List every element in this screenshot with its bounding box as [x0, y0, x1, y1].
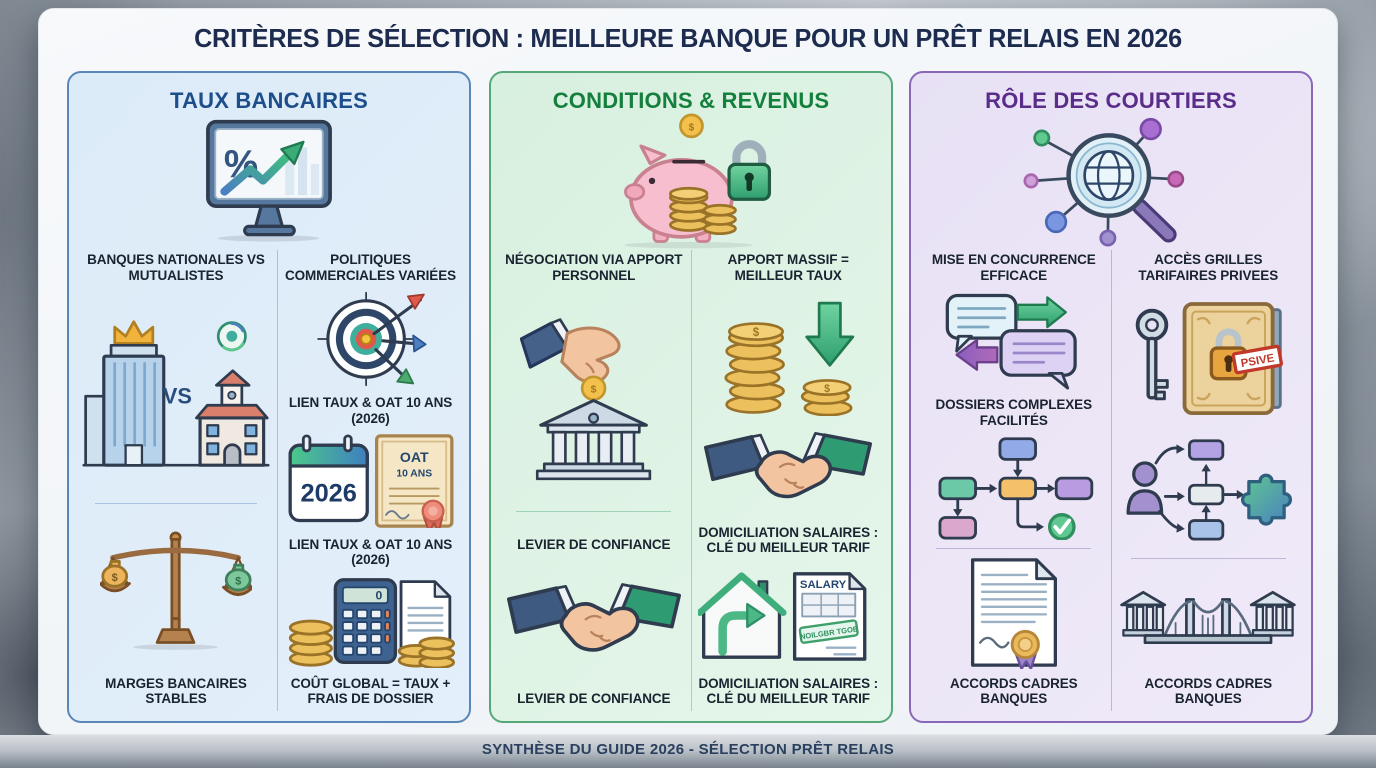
panel-columns: MISE EN CONCURRENCE EFFICACE DOSSIERS CO… [917, 250, 1305, 711]
label-accords-cadres-1: ACCORDS CADRES BANQUES [949, 675, 1078, 707]
divider [516, 510, 672, 512]
label-accords-cadres-2: ACCORDS CADRES BANQUES [1144, 675, 1273, 707]
label-levier-confiance-2: LEVIER DE CONFIANCE [517, 691, 671, 707]
svg-text:PSIVE: PSIVE [1240, 352, 1276, 370]
locked-book-icon [1182, 302, 1282, 416]
svg-text:$: $ [824, 383, 830, 395]
hand-coin-bank-icon: $ [519, 318, 651, 480]
handshake-icon [506, 582, 681, 652]
footer-band: SYNTHÈSE DU GUIDE 2026 - SÉLECTION PRÊT … [0, 735, 1376, 768]
bank-building-icon [1250, 590, 1296, 637]
document-icon [399, 580, 451, 651]
column-right: ACCÈS GRILLES TARIFAIRES PRIVEES [1110, 250, 1306, 711]
panel-conditions-revenus: CONDITIONS & REVENUS $ [489, 71, 893, 723]
salary-document-icon: SALARY NOILGBR TGOE [793, 572, 867, 662]
svg-text:$: $ [235, 575, 241, 587]
psive-stamp: PSIVE [1231, 344, 1284, 375]
divider [936, 547, 1092, 549]
panel-title: CONDITIONS & REVENUS [552, 88, 830, 113]
svg-text:10 ANS: 10 ANS [396, 469, 432, 480]
piggy-bank-lock-icon: $ [624, 113, 772, 249]
label-domiciliation-salaires-1: DOMICILIATION SALAIRES : CLÉ DU MEILLEUR… [698, 524, 879, 556]
column-left: BANQUES NATIONALES VS MUTUALISTES VS [75, 250, 277, 711]
calculator-coins-doc-icon: 0 [288, 577, 455, 668]
label-marges-stables: MARGES BANCAIRES STABLES [105, 675, 247, 707]
label-apport-massif: APPORT MASSIF = MEILLEUR TAUX [727, 252, 849, 283]
panel-taux-bancaires: TAUX BANCAIRES % [67, 71, 471, 723]
bridge-banks-icon [1120, 590, 1296, 645]
scales-money-icon: $ $ [100, 531, 252, 650]
label-acces-grilles: ACCÈS GRILLES TARIFAIRES PRIVEES [1138, 252, 1279, 283]
panel-columns: BANQUES NATIONALES VS MUTUALISTES VS [75, 250, 463, 711]
bank-building-icon [1120, 590, 1167, 637]
svg-text:$: $ [112, 572, 118, 584]
svg-text:SALARY: SALARY [800, 579, 847, 591]
oat-certificate-icon: OAT 10 ANS [374, 434, 453, 529]
divider [94, 503, 258, 504]
panel-hero [911, 116, 1311, 247]
svg-text:VS: VS [163, 383, 192, 408]
svg-text:OAT: OAT [399, 450, 428, 466]
shutter-logo-icon [216, 321, 247, 352]
main-card: CRITÈRES DE SÉLECTION : MEILLEURE BANQUE… [38, 8, 1338, 735]
svg-text:$: $ [689, 122, 695, 133]
footer-label: SYNTHÈSE DU GUIDE 2026 - SÉLECTION PRÊT … [481, 741, 895, 758]
label-domiciliation-salaires-2: DOMICILIATION SALAIRES : CLÉ DU MEILLEUR… [698, 675, 879, 707]
divider [1130, 557, 1286, 559]
calendar-2026-icon: 2026 [288, 434, 369, 523]
handshake-icon [704, 432, 873, 499]
label-politiques-commerciales: POLITIQUES COMMERCIALES VARIÉES [284, 252, 456, 283]
panel-hero: % [69, 116, 469, 244]
svg-text:$: $ [590, 383, 596, 395]
coin-stacks-down-arrow-icon: $ $ [724, 301, 855, 416]
label-lien-taux-oat-1: LIEN TAUX & OAT 10 ANS (2026) [288, 395, 453, 426]
buildings-vs-icon: VS [82, 320, 270, 467]
chat-arrows-icon [945, 294, 1077, 390]
label-banques-nationales: BANQUES NATIONALES VS MUTUALISTES [87, 252, 265, 283]
column-right: POLITIQUES COMMERCIALES VARIÉES [277, 250, 463, 711]
label-mise-en-concurrence: MISE EN CONCURRENCE EFFICACE [931, 252, 1096, 283]
label-negociation-apport: NÉGOCIATION VIA APPORT PERSONNEL [505, 252, 683, 283]
person-flow-puzzle-icon [1126, 439, 1293, 541]
key-icon [1135, 308, 1169, 401]
magnifier-network-icon [1023, 117, 1185, 247]
page-title: CRITÈRES DE SÉLECTION : MEILLEURE BANQUE… [194, 23, 1182, 53]
panel-title: TAUX BANCAIRES [170, 88, 368, 113]
house-arrow-salary-icon: SALARY NOILGBR TGOE [698, 572, 867, 662]
label-lien-taux-oat-2: LIEN TAUX & OAT 10 ANS (2026) [288, 536, 453, 568]
target-arrows-icon [316, 292, 427, 387]
column-right: APPORT MASSIF = MEILLEUR TAUX $ [690, 250, 886, 711]
panel-role-courtiers: RÔLE DES COURTIERS [909, 71, 1313, 723]
panel-title: RÔLE DES COURTIERS [985, 88, 1237, 113]
calculator-icon: 0 [333, 577, 397, 664]
key-locked-book-icon: PSIVE [1135, 302, 1284, 416]
calendar-certificate-icon: 2026 OAT 10 ANS [288, 434, 453, 529]
label-cout-global: COÛT GLOBAL = TAUX + FRAIS DE DOSSIER [290, 675, 451, 707]
certificate-document-icon [970, 557, 1057, 669]
label-levier-confiance-1: LEVIER DE CONFIANCE [517, 537, 671, 553]
svg-text:$: $ [753, 327, 760, 339]
panel-hero: $ [491, 113, 891, 249]
column-left: NÉGOCIATION VIA APPORT PERSONNEL $ [497, 250, 691, 711]
svg-text:2026: 2026 [300, 480, 356, 508]
house-arrow-icon [698, 572, 787, 660]
monitor-percent-chart-icon: % [206, 119, 332, 242]
label-dossiers-complexes: DOSSIERS COMPLEXES FACILITÉS [935, 397, 1093, 428]
column-left: MISE EN CONCURRENCE EFFICACE DOSSIERS CO… [917, 250, 1111, 711]
flowchart-check-icon [938, 437, 1093, 541]
svg-text:0: 0 [375, 588, 382, 602]
panel-columns: NÉGOCIATION VIA APPORT PERSONNEL $ [497, 250, 885, 711]
